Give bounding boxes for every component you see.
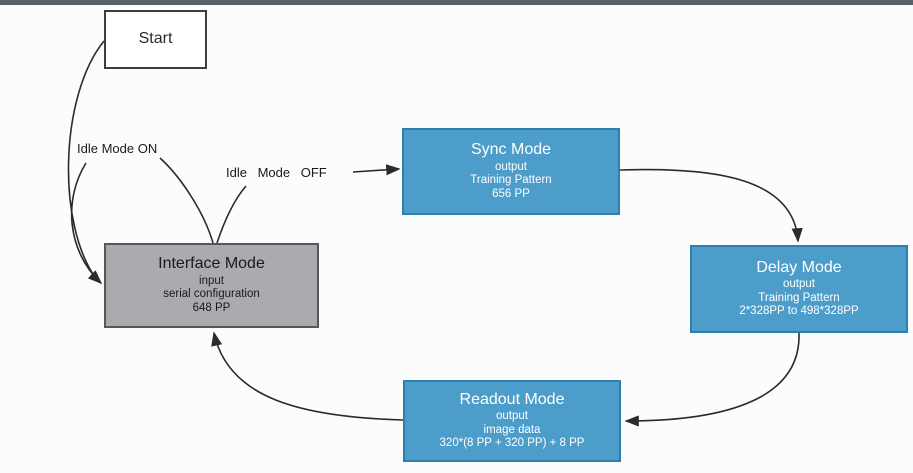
edge-label-idle-mode-on: Idle Mode ON — [77, 141, 158, 156]
state-readout-line-2: image data — [483, 423, 541, 436]
state-delay-line-3: 2*328PP to 498*328PP — [739, 305, 859, 318]
state-interface-line-2: serial configuration — [163, 288, 260, 301]
arrow-delay-to-readout — [624, 332, 800, 427]
state-readout-title: Readout Mode — [459, 390, 565, 408]
state-sync-line-3: 656 PP — [492, 187, 530, 200]
arrow-start-to-interface — [67, 40, 105, 281]
state-start-title: Start — [138, 29, 173, 47]
line-interface-to-idle-on-label — [159, 157, 214, 244]
state-readout-line-3: 320*(8 PP + 320 PP) + 8 PP — [439, 437, 585, 450]
state-delay-mode: Delay Mode output Training Pattern 2*328… — [690, 245, 908, 333]
state-interface-mode: Interface Mode input serial configuratio… — [104, 243, 319, 328]
state-sync-line-1: output — [495, 160, 527, 173]
edge-label-idle-mode-off: Idle Mode OFF — [226, 165, 327, 180]
state-interface-line-3: 648 PP — [192, 301, 231, 314]
state-sync-title: Sync Mode — [470, 141, 552, 159]
top-divider-bar — [0, 0, 913, 5]
arrow-readout-to-interface — [211, 331, 404, 421]
state-delay-line-1: output — [783, 278, 815, 291]
state-start: Start — [104, 10, 207, 69]
state-readout-line-1: output — [496, 410, 528, 423]
state-delay-title: Delay Mode — [756, 258, 842, 276]
state-interface-title: Interface Mode — [158, 255, 265, 273]
arrow-sync-to-delay — [619, 168, 803, 243]
state-sync-mode: Sync Mode output Training Pattern 656 PP — [402, 128, 620, 215]
state-readout-mode: Readout Mode output image data 320*(8 PP… — [403, 380, 621, 462]
line-interface-to-idle-off-label — [216, 185, 247, 244]
arrow-idle-on-to-interface — [70, 162, 103, 285]
state-sync-line-2: Training Pattern — [470, 174, 552, 187]
arrow-idle-off-to-sync — [352, 164, 401, 176]
state-interface-line-1: input — [199, 274, 224, 287]
state-delay-line-2: Training Pattern — [758, 291, 840, 304]
